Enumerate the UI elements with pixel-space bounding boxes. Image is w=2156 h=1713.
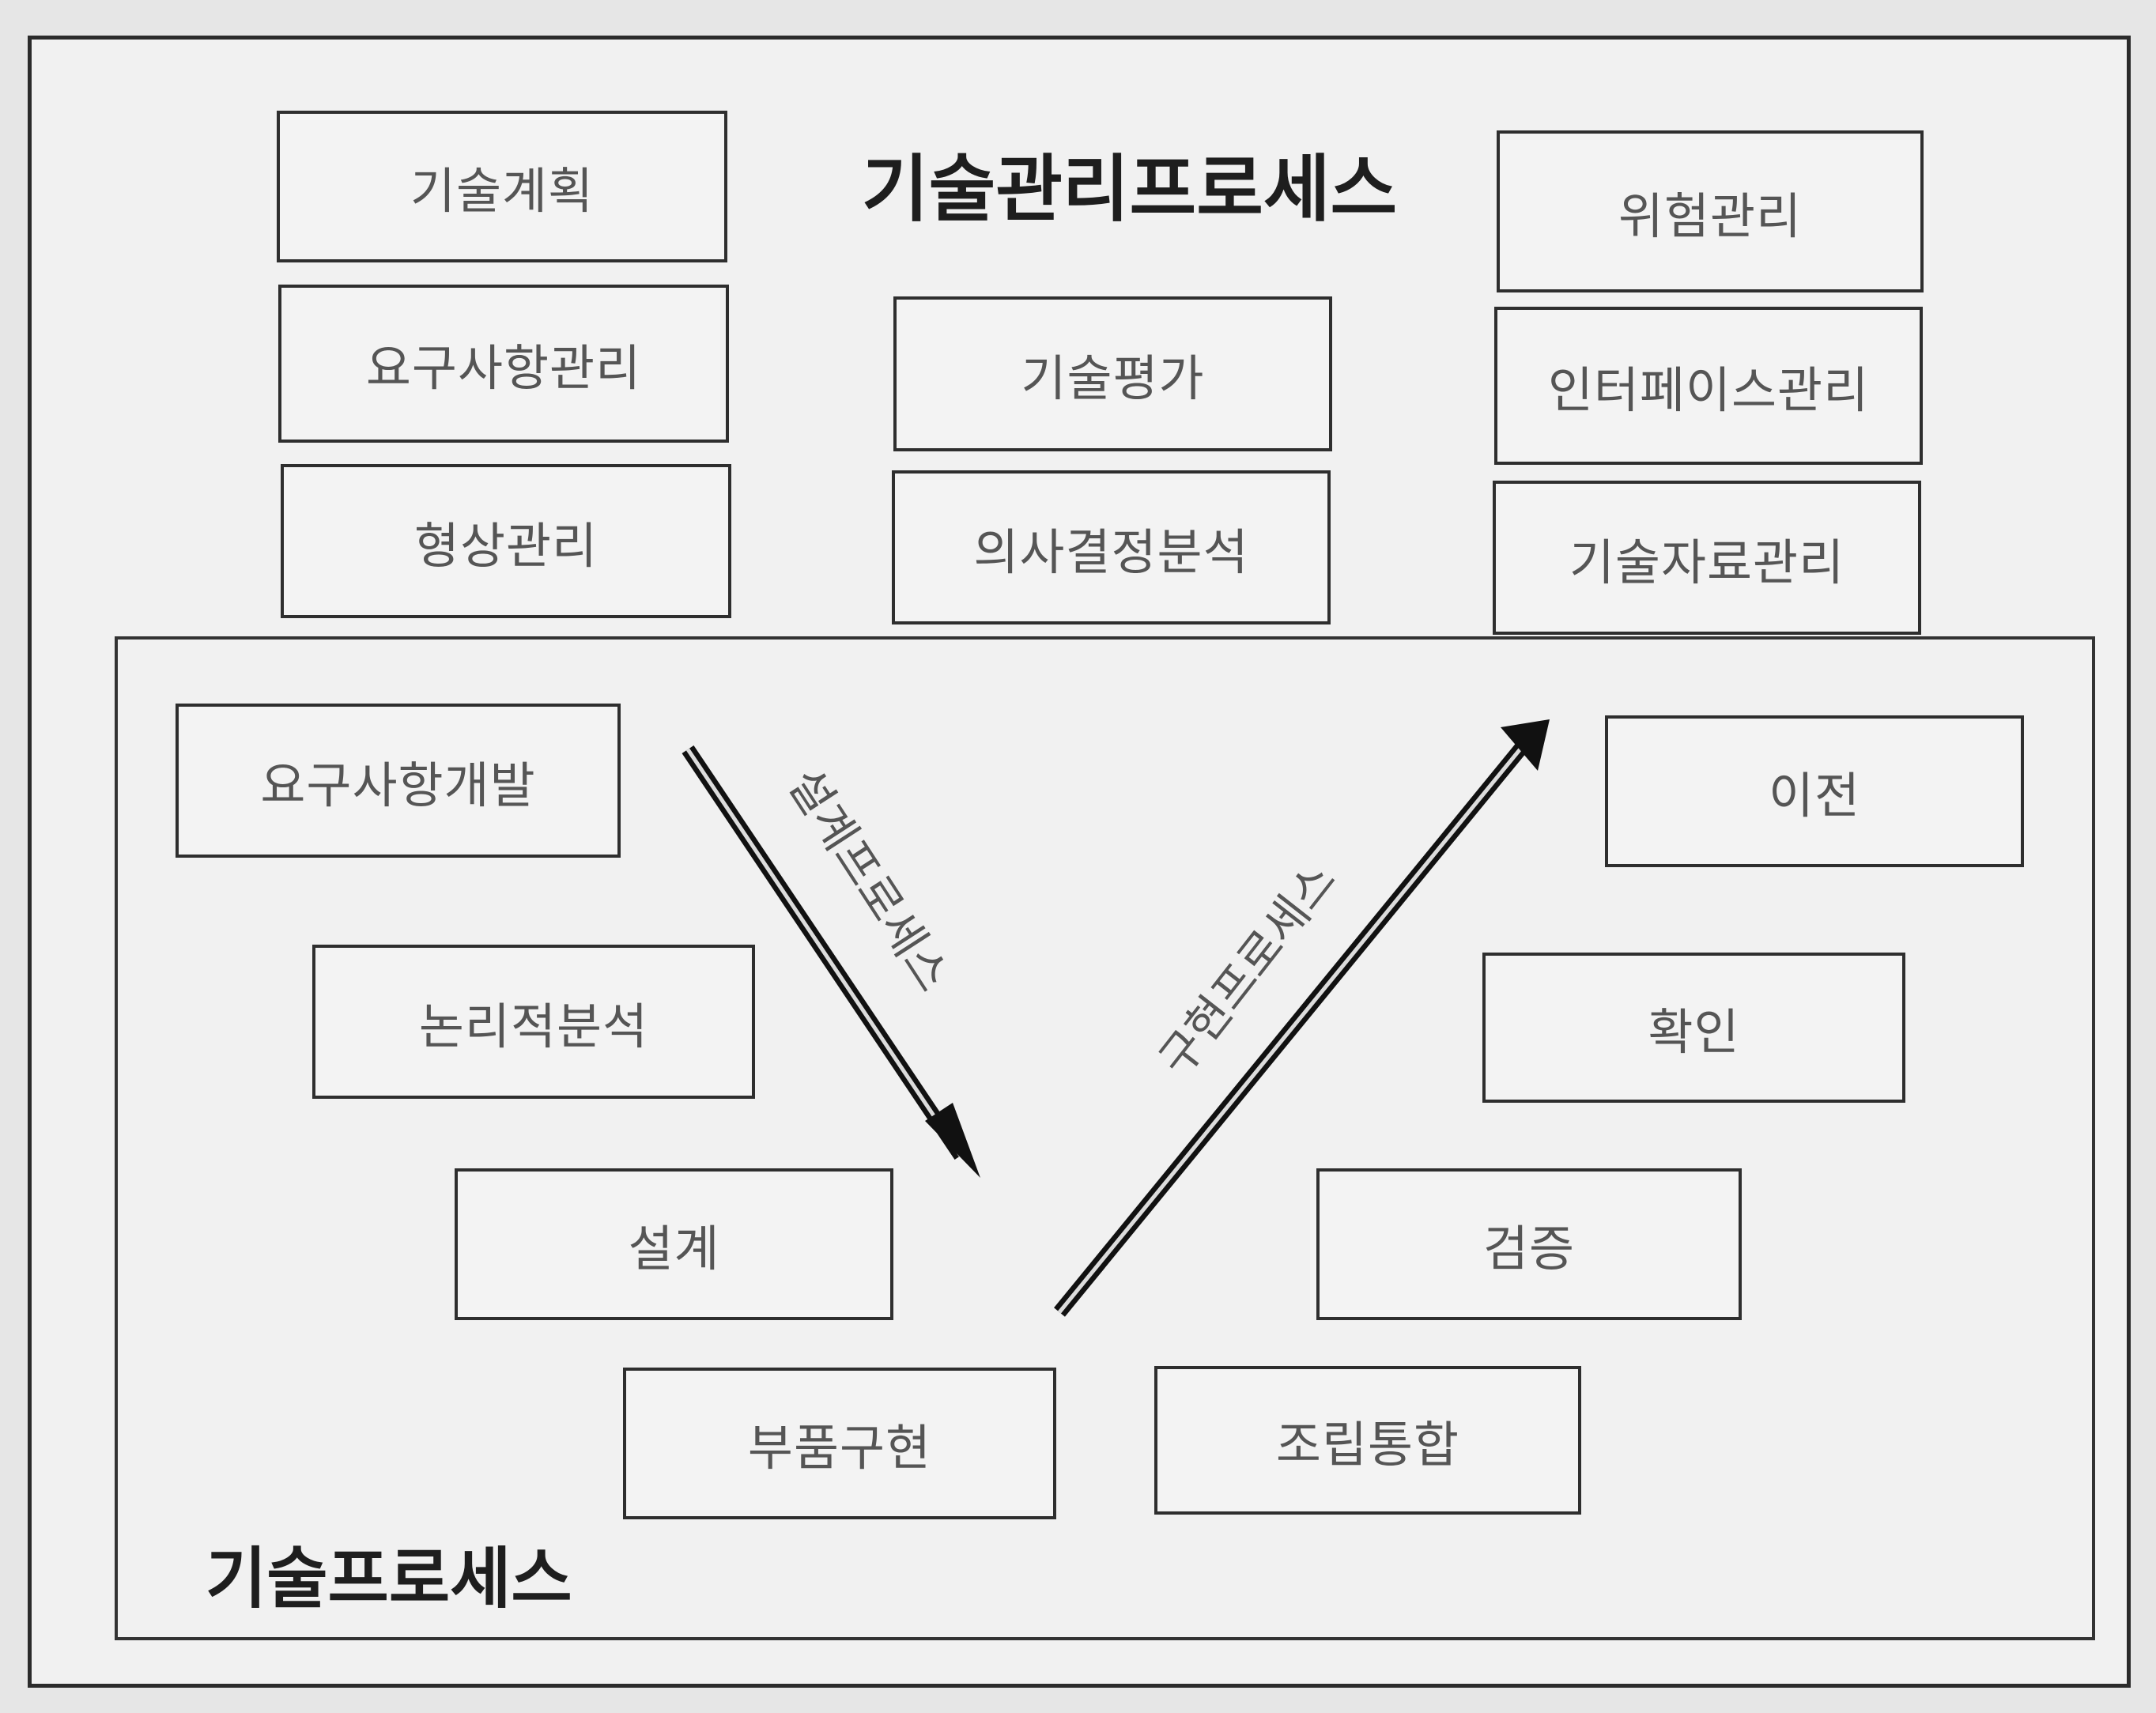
box-risk-management: 위험관리: [1497, 130, 1924, 292]
realization-process-arrow: [1054, 719, 1550, 1317]
box-technical-assessment: 기술평가: [893, 296, 1332, 451]
realization-process-label: 구현프로세스: [1148, 853, 1346, 1085]
box-requirements-development: 요구사항개발: [176, 704, 621, 858]
box-transition: 이전: [1605, 715, 2024, 867]
diagram-title: 기술관리프로세스: [862, 147, 1398, 232]
box-interface-management: 인터페이스관리: [1494, 307, 1923, 465]
box-logical-analysis: 논리적분석: [312, 945, 755, 1099]
box-component-implementation: 부품구현: [623, 1368, 1056, 1519]
design-arrow-head: [925, 1103, 980, 1178]
box-configuration-management: 형상관리: [281, 464, 731, 618]
box-integration: 조립통합: [1154, 1366, 1581, 1515]
box-design: 설계: [455, 1168, 893, 1320]
realization-arrow-head: [1501, 719, 1550, 771]
box-requirements-management: 요구사항관리: [278, 285, 729, 443]
design-process-label: 설계프로세스: [777, 760, 960, 1002]
design-process-arrow: [682, 745, 980, 1178]
technical-process-title: 기술프로세스: [206, 1540, 572, 1617]
box-validation: 확인: [1482, 953, 1905, 1103]
box-decision-analysis: 의사결정분석: [892, 470, 1331, 624]
box-verification: 검증: [1316, 1168, 1742, 1320]
box-technical-planning: 기술계획: [277, 111, 727, 262]
box-technical-data-management: 기술자료관리: [1493, 481, 1921, 635]
technical-process-frame: [115, 636, 2095, 1640]
